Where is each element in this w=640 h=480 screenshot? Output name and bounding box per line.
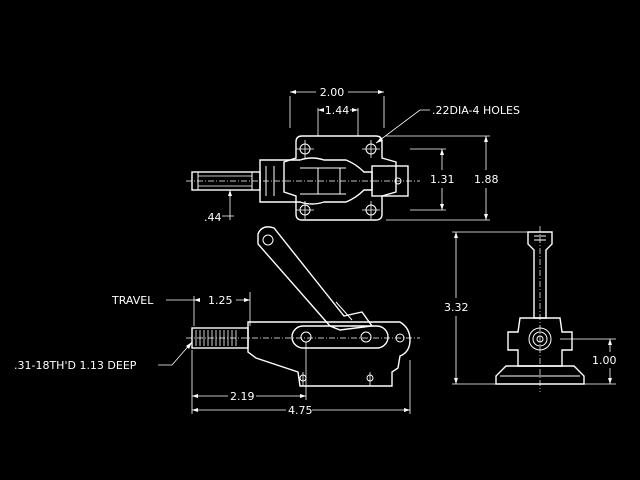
dim-0-44-label: .44 [204, 211, 222, 224]
dim-2-19-label: 2.19 [230, 390, 255, 403]
dim-1-00-label: 1.00 [592, 354, 617, 367]
dim-1-88-label: 1.88 [474, 173, 499, 186]
travel-label: TRAVEL [111, 294, 154, 307]
side-view [158, 226, 420, 414]
dim-1-44-label: 1.44 [325, 104, 350, 117]
dim-4-75-label: 4.75 [288, 404, 313, 417]
dim-1-25-label: 1.25 [208, 294, 233, 307]
holes-note: .22DIA-4 HOLES [432, 104, 520, 117]
end-view [452, 226, 616, 392]
dim-2-00-label: 2.00 [320, 86, 345, 99]
dim-3-32-label: 3.32 [444, 301, 469, 314]
top-view [186, 90, 490, 221]
dim-1-31-label: 1.31 [430, 173, 455, 186]
thread-note: .31-18TH'D 1.13 DEEP [14, 359, 137, 372]
